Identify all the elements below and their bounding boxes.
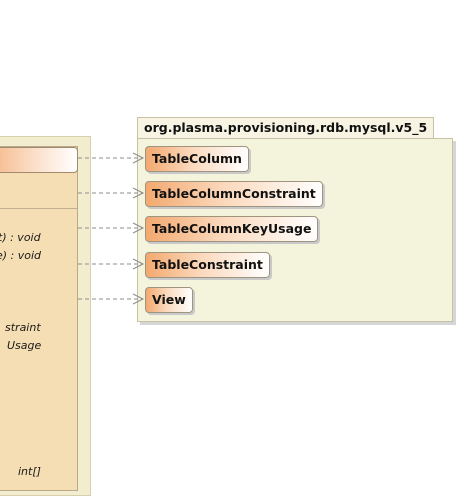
left-class-header[interactable] bbox=[0, 147, 78, 173]
class-node[interactable]: View bbox=[145, 287, 193, 313]
class-node[interactable]: TableColumnConstraint bbox=[145, 181, 323, 207]
left-class-operation: straint bbox=[5, 321, 41, 334]
class-node[interactable]: TableConstraint bbox=[145, 252, 270, 278]
left-class-box[interactable] bbox=[0, 146, 78, 491]
left-class-divider bbox=[0, 208, 77, 209]
left-class-operation: e) : void bbox=[0, 249, 42, 262]
class-node[interactable]: TableColumnKeyUsage bbox=[145, 216, 319, 242]
package-name: org.plasma.provisioning.rdb.mysql.v5_5 bbox=[137, 117, 435, 138]
class-node[interactable]: TableColumn bbox=[145, 146, 249, 172]
left-class-operation: int[] bbox=[18, 465, 41, 478]
left-class-operation: t) : void bbox=[0, 231, 41, 244]
left-class-operation: Usage bbox=[7, 339, 42, 352]
